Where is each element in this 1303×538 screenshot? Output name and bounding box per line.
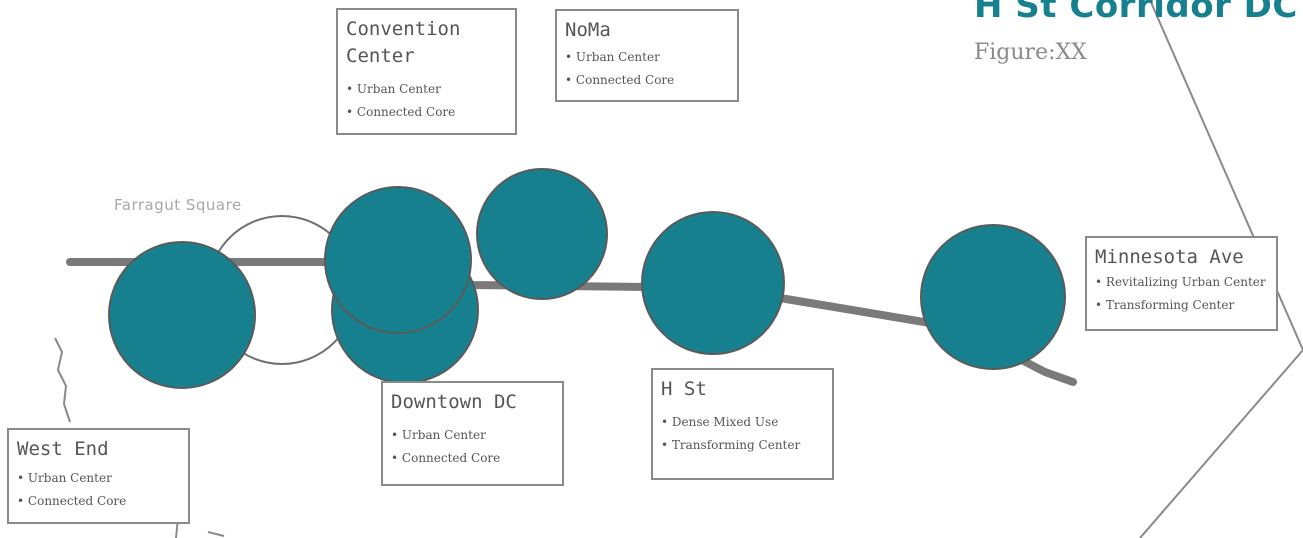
boundary-line-right	[1139, 0, 1303, 538]
figure-label: Figure:XX	[974, 40, 1087, 65]
minnesota-ave-station-circle[interactable]	[920, 224, 1066, 370]
station-attributes: Dense Mixed Use Transforming Center	[661, 411, 824, 457]
attribute-item: Urban Center	[346, 78, 507, 101]
noma-info-box[interactable]: NoMa Urban Center Connected Core	[555, 9, 739, 102]
convention-center-info-box[interactable]: Convention Center Urban Center Connected…	[336, 8, 517, 135]
attribute-item: Transforming Center	[661, 434, 824, 457]
station-name: Downtown DC	[391, 391, 517, 413]
map-title: H St Corridor DC	[974, 0, 1298, 26]
station-attributes: Revitalizing Urban Center Transforming C…	[1095, 271, 1268, 317]
attribute-item: Urban Center	[565, 46, 729, 69]
h-st-info-box[interactable]: H St Dense Mixed Use Transforming Center	[651, 368, 834, 480]
station-name: Minnesota Ave	[1095, 246, 1244, 268]
minnesota-ave-info-box[interactable]: Minnesota Ave Revitalizing Urban Center …	[1085, 236, 1278, 331]
attribute-item: Urban Center	[391, 424, 554, 447]
attribute-item: Connected Core	[17, 490, 180, 513]
attribute-item: Dense Mixed Use	[661, 411, 824, 434]
attribute-item: Revitalizing Urban Center	[1095, 271, 1268, 294]
downtown-dc-info-box[interactable]: Downtown DC Urban Center Connected Core	[381, 381, 564, 486]
attribute-item: Connected Core	[391, 447, 554, 470]
station-name: H St	[661, 378, 707, 400]
noma-station-circle[interactable]	[476, 168, 608, 300]
station-attributes: Urban Center Connected Core	[17, 467, 180, 513]
station-attributes: Urban Center Connected Core	[565, 46, 729, 92]
station-attributes: Urban Center Connected Core	[391, 424, 554, 470]
west-end-info-box[interactable]: West End Urban Center Connected Core	[7, 428, 190, 524]
station-name: NoMa	[565, 19, 611, 41]
station-name: West End	[17, 438, 109, 460]
attribute-item: Transforming Center	[1095, 294, 1268, 317]
attribute-item: Connected Core	[346, 101, 507, 124]
boundary-line-left	[54, 337, 71, 423]
station-name: Convention Center	[346, 18, 461, 67]
h-st-station-circle[interactable]	[641, 211, 785, 355]
farragut-square-label: Farragut Square	[114, 196, 242, 214]
attribute-item: Urban Center	[17, 467, 180, 490]
attribute-item: Connected Core	[565, 69, 729, 92]
convention-center-station-circle[interactable]	[324, 186, 472, 334]
west-end-station-circle[interactable]	[108, 241, 256, 389]
station-attributes: Urban Center Connected Core	[346, 78, 507, 124]
